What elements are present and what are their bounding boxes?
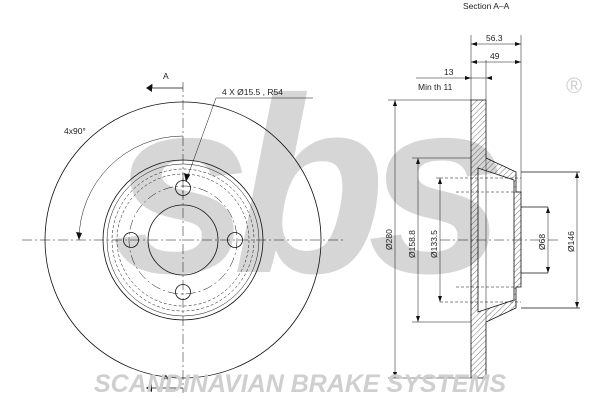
holes-label: 4 X Ø15.5 , R54 [222, 87, 283, 97]
dim-overall-height: 56.3 [486, 33, 503, 43]
dim-inner-diameter: Ø133.5 [429, 230, 439, 258]
holes-leader-line [185, 97, 217, 182]
dim-hat-diameter: Ø158.8 [407, 230, 417, 258]
section-letter-top: A [163, 71, 169, 81]
front-view: A A 4x90° 4 X Ø15.5 , R54 [22, 71, 345, 393]
dim-outer-diameter: Ø280 [384, 229, 394, 250]
section-marker-top: A [146, 71, 183, 92]
angle-label: 4x90° [64, 126, 86, 136]
dim-center-bore: Ø68 [537, 234, 547, 250]
dim-hat-height: 49 [490, 51, 500, 61]
sbs-logo-watermark: sbs [112, 46, 517, 325]
section-title: Section A–A [463, 1, 510, 11]
dim-hat-outer-diameter: Ø146 [566, 231, 576, 252]
section-view: Section A–A 56.3 49 13 Min th 11 [384, 1, 580, 379]
brand-tagline: SCANDINAVIAN BRAKE SYSTEMS [94, 370, 506, 398]
section-letter-bottom: A [163, 373, 169, 383]
section-marker-bottom: A [146, 373, 183, 392]
angle-arc [78, 135, 184, 241]
registered-mark: ® [566, 73, 582, 98]
dimension-arrowheads [393, 42, 579, 378]
dim-thickness: 13 [444, 67, 454, 77]
dim-min-thickness: Min th 11 [418, 82, 453, 92]
sbs-logo-text: sbs [112, 46, 499, 325]
